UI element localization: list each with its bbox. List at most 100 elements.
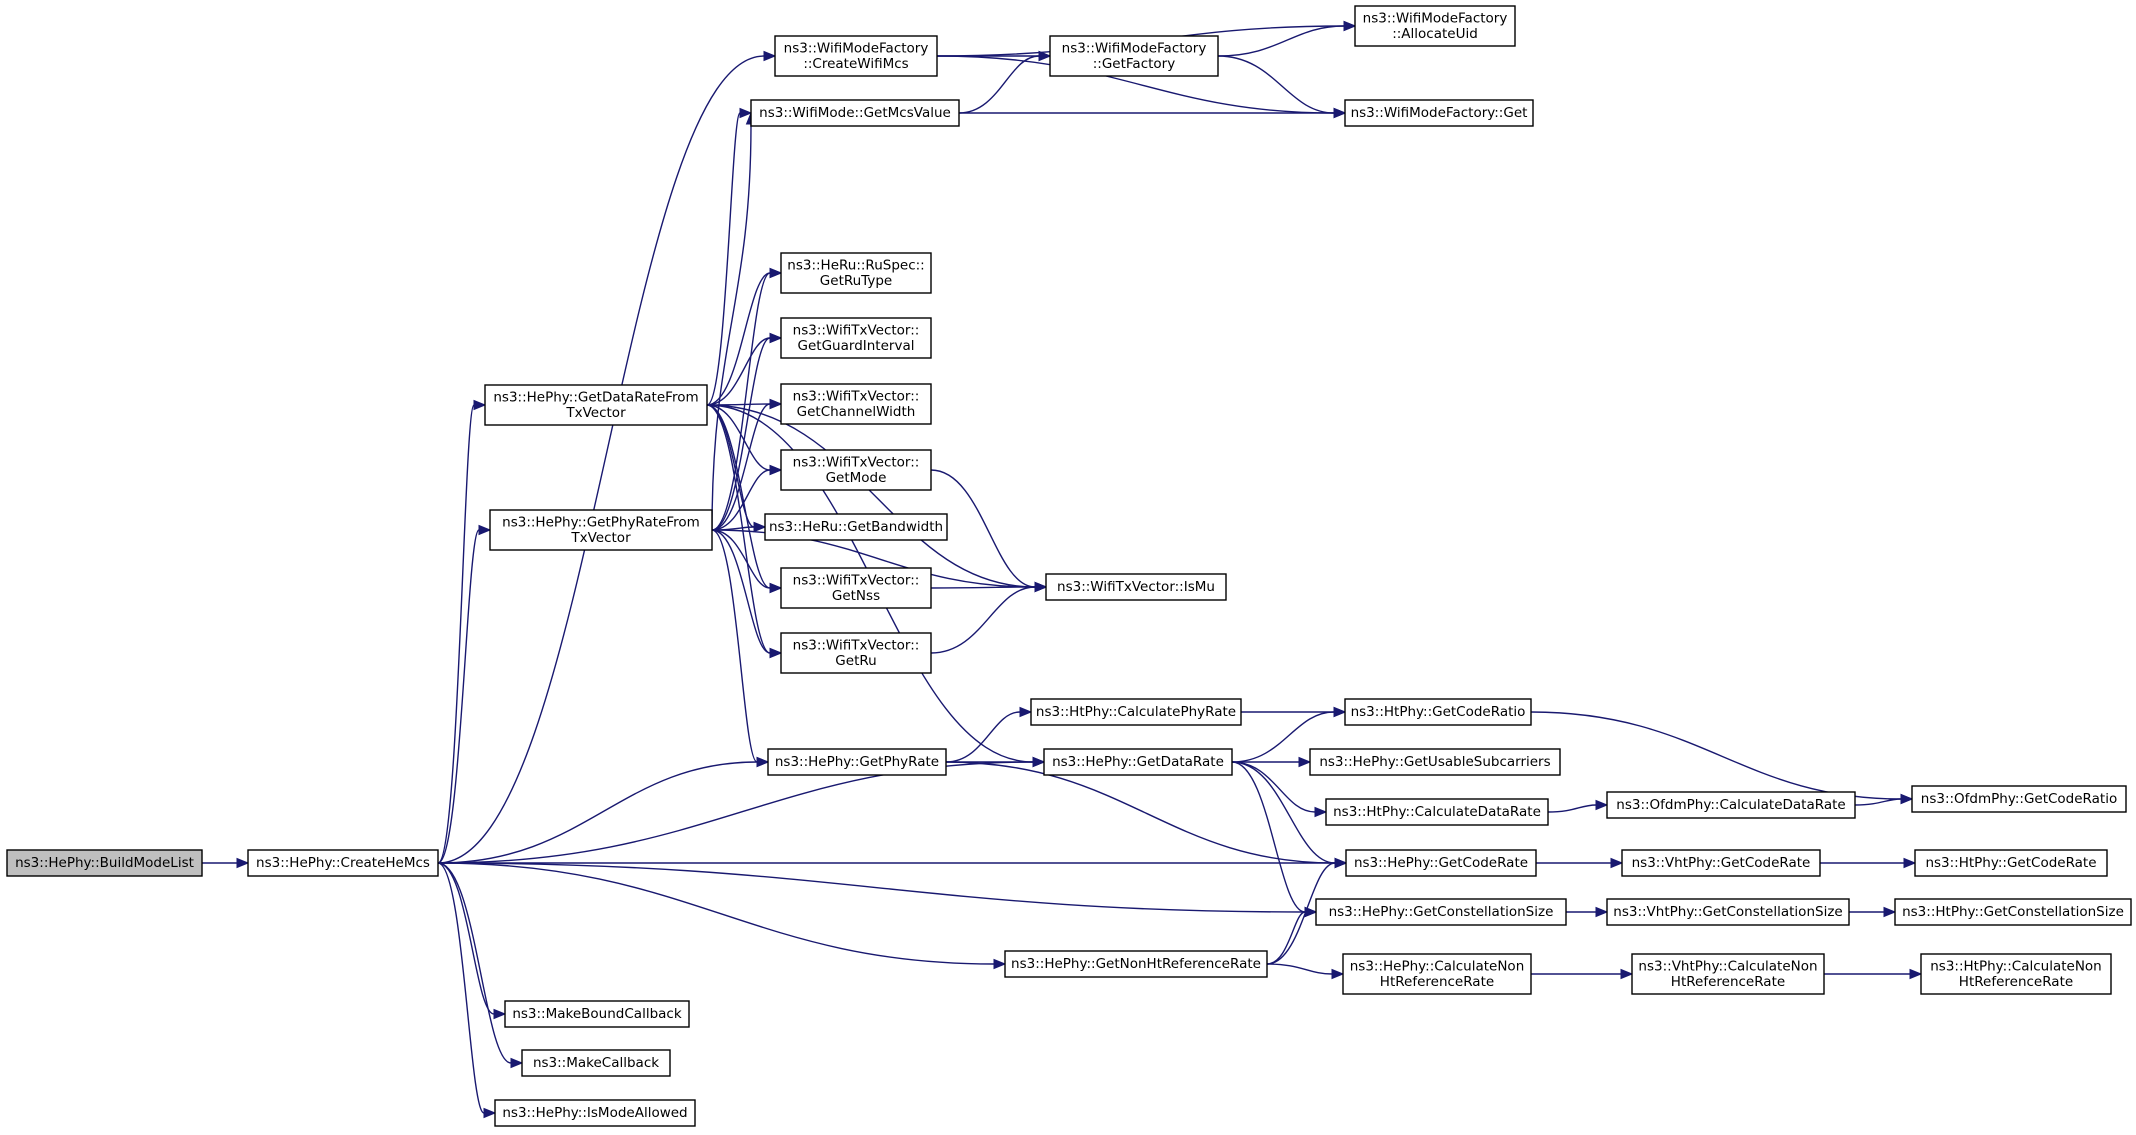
edge-vht-calculate-non-ht-reference-rate-to-ht-calculate-non-ht-reference-rate xyxy=(1823,968,1923,980)
node-make-callback[interactable]: ns3::MakeCallback xyxy=(521,1049,671,1077)
node-label: HtReferenceRate xyxy=(1959,974,2073,990)
node-vht-get-code-rate[interactable]: ns3::VhtPhy::GetCodeRate xyxy=(1621,849,1821,877)
node-label: TxVector xyxy=(570,530,631,546)
node-is-mu[interactable]: ns3::WifiTxVector::IsMu xyxy=(1045,573,1227,601)
node-get-bandwidth[interactable]: ns3::HeRu::GetBandwidth xyxy=(764,513,948,541)
node-box xyxy=(1325,798,1549,826)
edge-ht-get-code-ratio-to-ofdm-get-code-ratio xyxy=(1530,711,1914,805)
node-get-channel-width[interactable]: ns3::WifiTxVector::GetChannelWidth xyxy=(780,383,932,425)
arrowhead xyxy=(769,398,783,410)
arrowhead xyxy=(1595,799,1609,811)
edge-he-get-data-rate-to-ht-get-code-ratio xyxy=(1231,706,1347,763)
node-box xyxy=(504,1000,690,1028)
node-box xyxy=(1309,748,1561,776)
node-he-get-data-rate[interactable]: ns3::HePhy::GetDataRate xyxy=(1043,748,1233,776)
node-is-mode-allowed[interactable]: ns3::HePhy::IsModeAllowed xyxy=(494,1099,696,1127)
edge-build-mode-list-to-create-he-mcs xyxy=(202,857,250,869)
arrowhead xyxy=(753,521,767,533)
node-factory-get[interactable]: ns3::WifiModeFactory::Get xyxy=(1344,99,1534,127)
node-build-mode-list[interactable]: ns3::HePhy::BuildModeList xyxy=(6,849,203,877)
edge-create-he-mcs-to-he-get-phy-rate xyxy=(437,756,770,864)
node-get-factory[interactable]: ns3::WifiModeFactory::GetFactory xyxy=(1049,35,1219,77)
node-he-get-phy-rate[interactable]: ns3::HePhy::GetPhyRate xyxy=(767,748,947,776)
node-label: ns3::HePhy::CalculateNon xyxy=(1350,958,1525,974)
node-label: GetChannelWidth xyxy=(797,404,916,420)
node-he-get-code-rate[interactable]: ns3::HePhy::GetCodeRate xyxy=(1345,849,1537,877)
edge-get-factory-to-factory-get xyxy=(1217,55,1347,119)
node-label: TxVector xyxy=(565,405,626,421)
arrowhead xyxy=(1595,906,1609,918)
node-box xyxy=(484,384,708,426)
node-he-get-usable-subcarriers[interactable]: ns3::HePhy::GetUsableSubcarriers xyxy=(1309,748,1561,776)
node-label: ns3::VhtPhy::GetConstellationSize xyxy=(1613,904,1842,920)
node-label: ::AllocateUid xyxy=(1392,26,1478,42)
node-label: ns3::HeRu::RuSpec:: xyxy=(787,257,924,273)
node-vht-get-constellation-size[interactable]: ns3::VhtPhy::GetConstellationSize xyxy=(1606,898,1850,926)
arrowhead xyxy=(1304,906,1318,918)
node-get-ru[interactable]: ns3::WifiTxVector::GetRu xyxy=(780,632,932,674)
node-ofdm-get-code-ratio[interactable]: ns3::OfdmPhy::GetCodeRatio xyxy=(1911,785,2127,813)
arrowhead xyxy=(483,1107,497,1119)
arrowhead xyxy=(1333,107,1347,119)
arrowhead xyxy=(1343,20,1357,32)
node-ht-get-code-ratio[interactable]: ns3::HtPhy::GetCodeRatio xyxy=(1344,698,1532,726)
node-label: ns3::HePhy::GetConstellationSize xyxy=(1329,904,1554,920)
node-label: ns3::WifiTxVector::IsMu xyxy=(1057,579,1215,595)
node-ofdm-calculate-data-rate[interactable]: ns3::OfdmPhy::CalculateDataRate xyxy=(1606,791,1856,819)
node-box xyxy=(1911,785,2127,813)
node-box xyxy=(1631,953,1825,995)
arrowhead xyxy=(1038,50,1052,62)
node-label: ns3::HePhy::GetDataRate xyxy=(1052,754,1224,770)
node-create-wifi-mcs[interactable]: ns3::WifiModeFactory::CreateWifiMcs xyxy=(774,35,938,77)
node-label: ns3::WifiTxVector:: xyxy=(793,637,920,653)
node-label: HtReferenceRate xyxy=(1380,974,1494,990)
node-get-mcs-value[interactable]: ns3::WifiMode::GetMcsValue xyxy=(750,99,960,127)
arrowhead xyxy=(478,524,492,536)
node-box xyxy=(494,1099,696,1127)
node-make-bound-callback[interactable]: ns3::MakeBoundCallback xyxy=(504,1000,690,1028)
node-get-mode[interactable]: ns3::WifiTxVector::GetMode xyxy=(780,449,932,491)
node-label: ns3::HePhy::GetPhyRate xyxy=(775,754,939,770)
node-label: ns3::MakeCallback xyxy=(533,1055,659,1071)
node-ht-calculate-phy-rate[interactable]: ns3::HtPhy::CalculatePhyRate xyxy=(1030,698,1242,726)
node-label: ns3::OfdmPhy::GetCodeRatio xyxy=(1921,791,2117,807)
arrowhead xyxy=(739,107,753,119)
node-label: ns3::VhtPhy::CalculateNon xyxy=(1638,958,1817,974)
node-allocate-uid[interactable]: ns3::WifiModeFactory::AllocateUid xyxy=(1354,5,1516,47)
node-ht-get-constellation-size[interactable]: ns3::HtPhy::GetConstellationSize xyxy=(1894,898,2132,926)
node-label: ns3::HtPhy::CalculateNon xyxy=(1930,958,2102,974)
edge-create-he-mcs-to-make-callback xyxy=(437,862,524,1069)
node-ht-get-code-rate[interactable]: ns3::HtPhy::GetCodeRate xyxy=(1914,849,2108,877)
edge-get-data-rate-from-tx-to-get-nss xyxy=(706,404,783,594)
node-get-ru-type[interactable]: ns3::HeRu::RuSpec::GetRuType xyxy=(780,252,932,294)
arrowhead xyxy=(1903,857,1917,869)
node-ht-calculate-data-rate[interactable]: ns3::HtPhy::CalculateDataRate xyxy=(1325,798,1549,826)
edge-layer xyxy=(202,20,1923,1119)
node-label: GetGuardInterval xyxy=(798,338,915,354)
edge-he-get-data-rate-to-he-get-usable-subcarriers xyxy=(1232,756,1312,768)
node-he-get-non-ht-reference-rate[interactable]: ns3::HePhy::GetNonHtReferenceRate xyxy=(1004,950,1268,978)
node-label: ns3::WifiTxVector:: xyxy=(793,454,920,470)
node-create-he-mcs[interactable]: ns3::HePhy::CreateHeMcs xyxy=(247,849,439,877)
node-box xyxy=(1049,35,1219,77)
arrowhead xyxy=(1610,857,1624,869)
node-box xyxy=(1606,898,1850,926)
node-label: GetRuType xyxy=(820,273,892,289)
node-get-guard-interval[interactable]: ns3::WifiTxVector::GetGuardInterval xyxy=(780,317,932,359)
edge-he-get-phy-rate-to-ht-calculate-phy-rate xyxy=(945,706,1033,763)
node-get-nss[interactable]: ns3::WifiTxVector::GetNss xyxy=(780,567,932,609)
node-box xyxy=(1345,849,1537,877)
arrowhead xyxy=(1900,793,1914,805)
arrowhead xyxy=(473,399,487,411)
node-box xyxy=(1894,898,2132,926)
node-label: ns3::MakeBoundCallback xyxy=(512,1006,682,1022)
arrowhead xyxy=(1334,857,1348,869)
node-he-get-constellation-size[interactable]: ns3::HePhy::GetConstellationSize xyxy=(1315,898,1567,926)
node-layer: ns3::HePhy::BuildModeList ns3::HePhy::Cre… xyxy=(6,5,2132,1127)
node-label: HtReferenceRate xyxy=(1671,974,1785,990)
